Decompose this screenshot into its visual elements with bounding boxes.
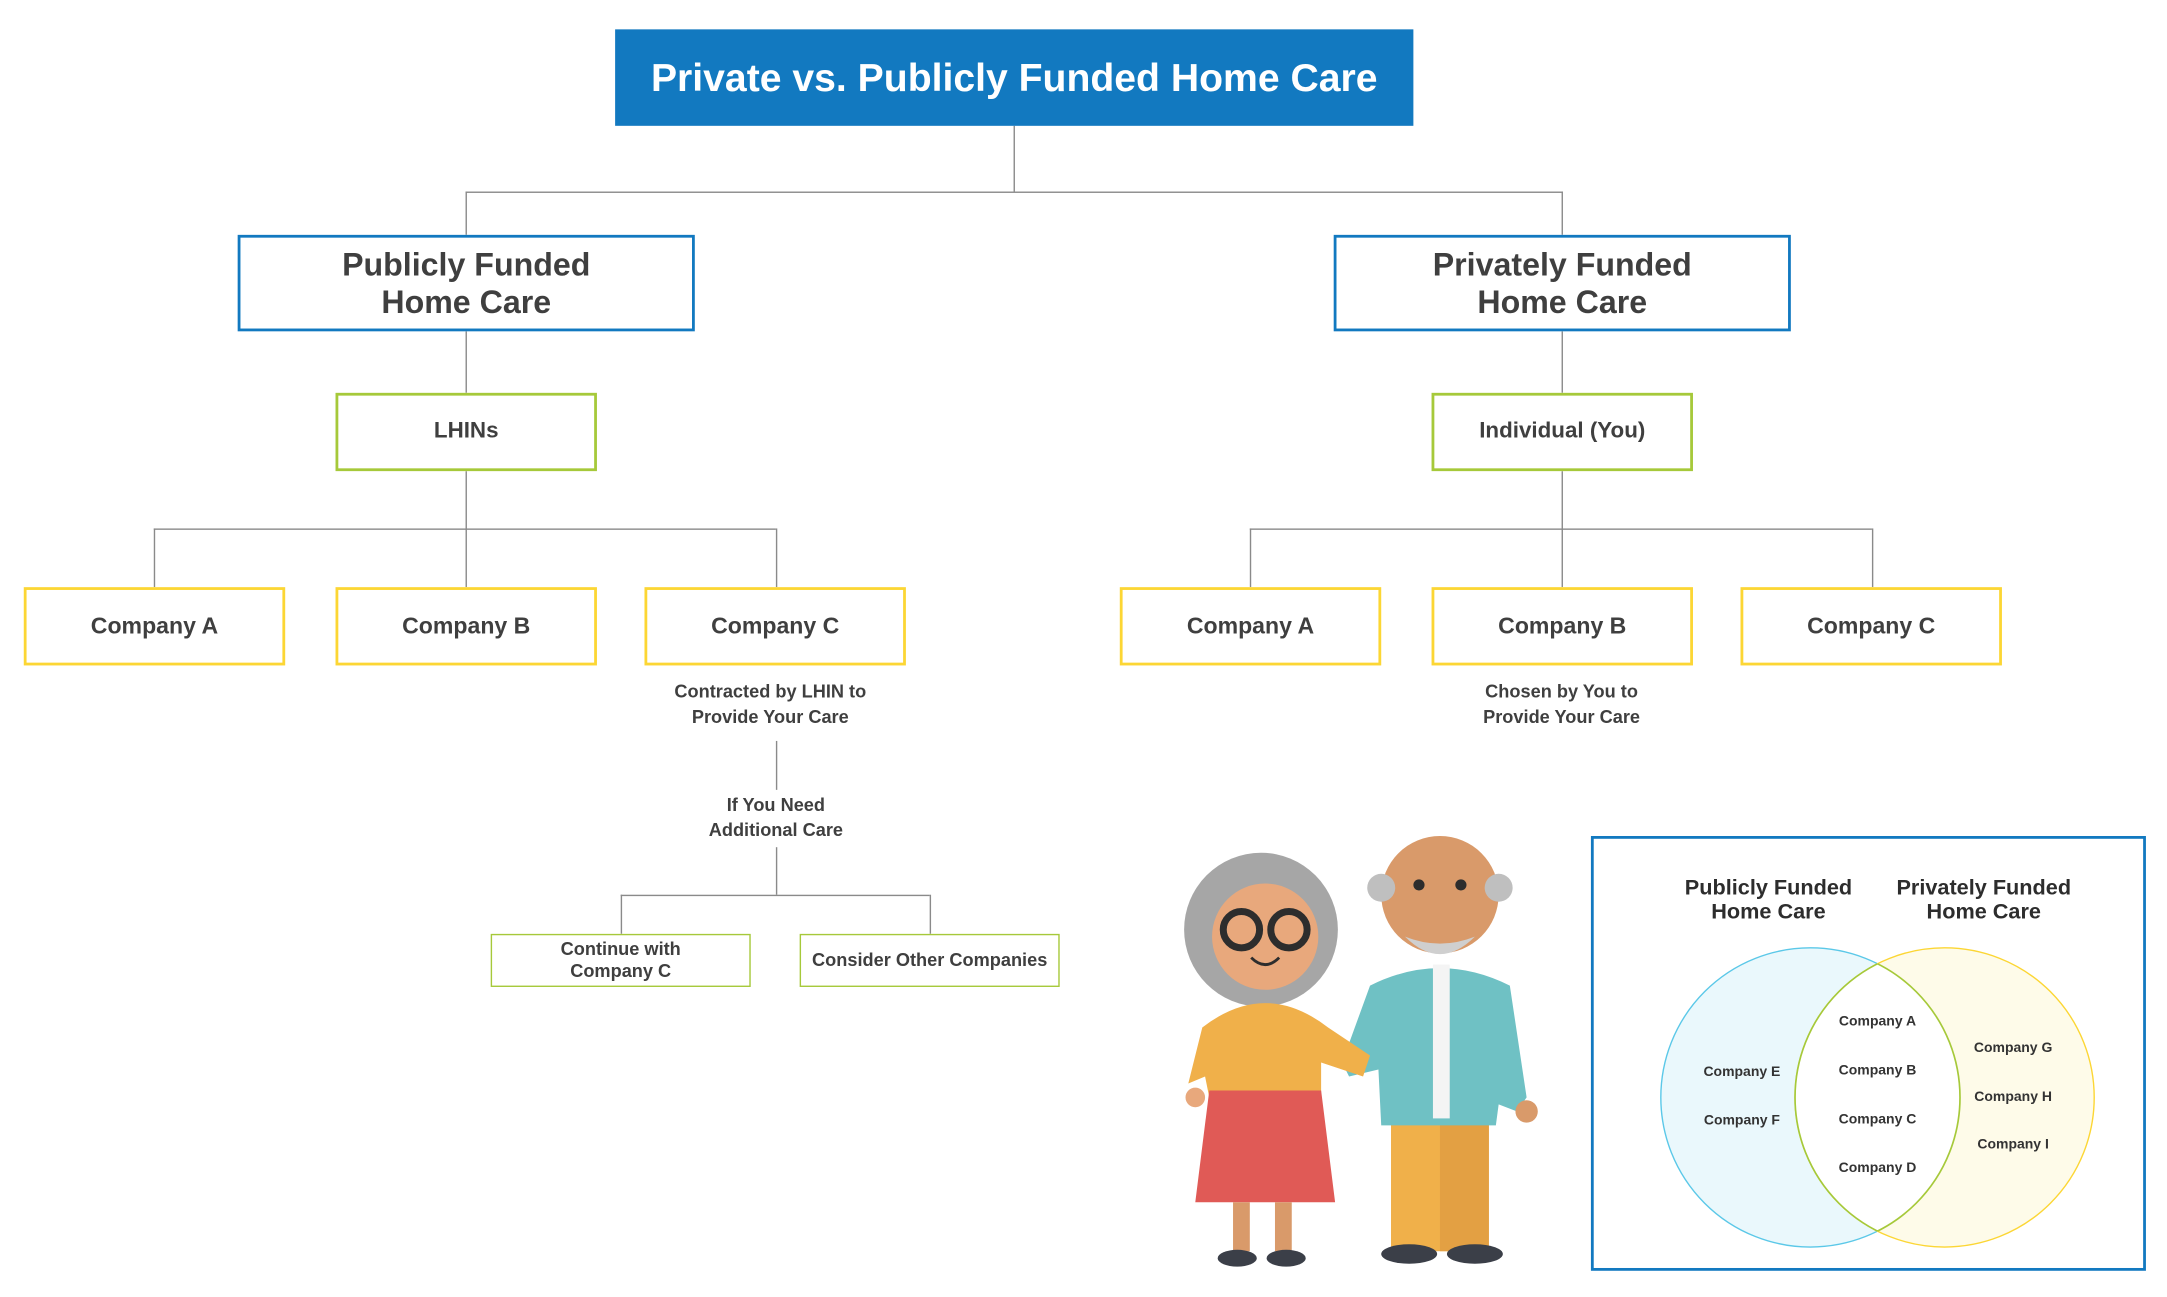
connector [465,191,467,235]
individual-box: Individual (You) [1431,392,1693,472]
venn-both-item: Company A [1838,1014,1917,1030]
connector [1871,528,1874,588]
connector [775,528,778,588]
connector [1013,125,1015,192]
elderly-couple-illustration [1184,836,1538,1267]
note-line: If You Need [726,794,826,816]
connector [620,894,623,934]
public-company-a: Company A [23,587,286,666]
note-line: Provide Your Care [1483,705,1641,727]
venn-both-item: Company B [1838,1063,1917,1079]
connector [620,894,930,897]
venn-right-item: Company I [1977,1137,2049,1153]
connector [1561,191,1563,235]
note-line: Additional Care [708,819,844,841]
venn-both-item: Company D [1838,1161,1917,1177]
chosen-note: Chosen by You to Provide Your Care [1483,679,1640,729]
note-line: Chosen by You to [1485,680,1638,702]
venn-right-item: Company G [1973,1040,2053,1057]
note-line: Provide Your Care [691,705,849,727]
connector [153,528,156,588]
connector [153,528,776,530]
title-line: Privately Funded [1896,876,2072,901]
venn-left-item: Company F [1703,1113,1780,1129]
private-company-b: Company B [1431,587,1693,666]
private-company-c: Company C [1740,587,2002,666]
man-head [1381,836,1499,954]
venn-circles [1660,947,2095,1248]
title-line: Home Care [1711,900,1826,925]
connector [929,894,932,934]
woman-skirt [1195,1090,1336,1203]
note-line: Contracted by LHIN to [674,680,867,702]
connector [465,331,467,393]
title-line: Publicly Funded [1684,876,1853,901]
venn-both-item: Company C [1838,1112,1917,1128]
connector [1249,528,1872,530]
public-company-c: Company C [644,587,906,666]
connector [1561,331,1563,393]
page-title: Private vs. Publicly Funded Home Care [615,29,1414,126]
private-company-a: Company A [1119,587,1382,666]
other-companies-option-box: Consider Other Companies [799,933,1060,987]
title-line: Home Care [1926,900,2041,925]
lhins-box: LHINs [335,392,597,472]
connector [775,847,778,895]
private-heading-line2: Home Care [1477,283,1648,320]
connector [465,191,1563,193]
option-line: Continue with [560,938,681,960]
venn-diagram-panel [1590,836,2146,1271]
public-company-b: Company B [335,587,597,666]
private-heading-line1: Privately Funded [1432,245,1692,282]
connector [1249,528,1252,588]
venn-left-item: Company E [1703,1064,1781,1080]
contracted-note: Contracted by LHIN to Provide Your Care [674,679,866,729]
venn-intersection [1795,947,1960,1248]
connector [775,740,778,790]
woman-sweater [1188,1003,1371,1098]
public-heading-line1: Publicly Funded [342,245,591,282]
option-line: Company C [570,960,672,982]
venn-right-item: Company H [1974,1089,2052,1106]
public-heading-line2: Home Care [381,283,552,320]
